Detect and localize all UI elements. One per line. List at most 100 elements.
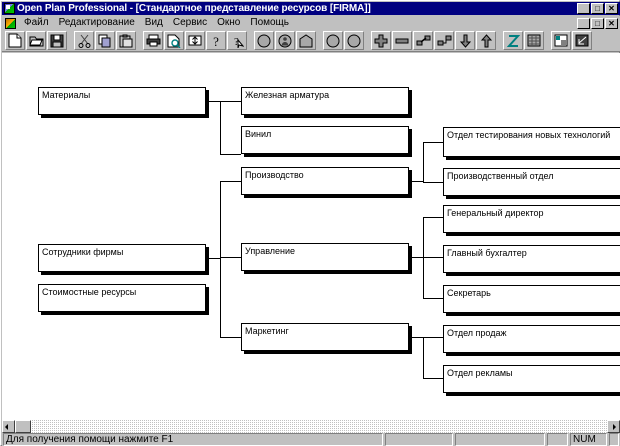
connector	[409, 257, 423, 258]
resource-pool-icon[interactable]	[323, 31, 343, 50]
zigzag-icon[interactable]	[503, 31, 523, 50]
node-cost-resources[interactable]: Стоимостные ресурсы	[38, 284, 206, 312]
menu-item-tools[interactable]: Сервис	[172, 17, 208, 28]
copy-icon[interactable]	[95, 31, 115, 50]
mdi-close-button[interactable]: ✕	[605, 17, 618, 29]
node-marketing[interactable]: Маркетинг	[241, 323, 409, 351]
move-down-arrow-icon[interactable]	[455, 31, 475, 50]
document-icon[interactable]	[5, 17, 16, 29]
resource-circle-icon[interactable]	[254, 31, 274, 50]
resource-person-icon[interactable]	[275, 31, 295, 50]
connector	[423, 337, 443, 338]
status-panel-4	[547, 433, 568, 446]
print-preview-icon[interactable]	[164, 31, 184, 50]
connector	[206, 258, 220, 259]
node-ads-dept[interactable]: Отдел рекламы	[443, 365, 620, 393]
connector	[220, 181, 241, 182]
add-plus-icon[interactable]	[371, 31, 391, 50]
table-view-icon[interactable]	[524, 31, 544, 50]
connector	[423, 142, 443, 143]
scroll-right-arrow-icon[interactable]	[607, 420, 620, 433]
link-icon[interactable]	[413, 31, 433, 50]
node-label: Отдел тестирования новых технологий	[447, 130, 611, 140]
node-label: Производственный отдел	[447, 171, 554, 181]
connector	[423, 182, 443, 183]
mdi-child-buttons: _ □ ✕	[577, 17, 620, 30]
node-rebar[interactable]: Железная арматура	[241, 87, 409, 115]
minimize-button[interactable]: _	[577, 3, 590, 15]
connector	[220, 181, 221, 337]
connector	[409, 337, 423, 338]
window-buttons: _ □ ✕	[577, 3, 619, 15]
layout-grid-icon[interactable]	[551, 31, 571, 50]
mdi-minimize-button[interactable]: _	[577, 17, 590, 30]
node-label: Управление	[245, 246, 296, 256]
status-panel-6	[609, 433, 619, 446]
restore-icon: □	[595, 4, 600, 13]
context-help-icon[interactable]: ?	[227, 31, 247, 50]
horizontal-scrollbar[interactable]	[2, 420, 620, 433]
connector	[220, 154, 241, 155]
node-label: Главный бухгалтер	[447, 248, 527, 258]
node-prod-dept[interactable]: Производственный отдел	[443, 168, 620, 196]
node-label: Стоимостные ресурсы	[42, 287, 137, 297]
node-label: Железная арматура	[245, 90, 330, 100]
node-chief-accountant[interactable]: Главный бухгалтер	[443, 245, 620, 273]
connector	[423, 337, 424, 379]
scroll-left-arrow-icon[interactable]	[2, 420, 15, 433]
node-label: Материалы	[42, 90, 91, 100]
node-rnd-dept[interactable]: Отдел тестирования новых технологий	[443, 127, 620, 157]
mdi-restore-icon: □	[595, 18, 600, 28]
menu-item-window[interactable]: Окно	[217, 17, 241, 28]
menu-item-view[interactable]: Вид	[144, 17, 163, 28]
node-label: Сотрудники фирмы	[42, 247, 124, 257]
node-production[interactable]: Производство	[241, 167, 409, 195]
node-label: Производство	[245, 170, 304, 180]
connector	[220, 257, 241, 258]
remove-minus-icon[interactable]	[392, 31, 412, 50]
page-setup-icon[interactable]	[185, 31, 205, 50]
node-staff[interactable]: Сотрудники фирмы	[38, 244, 206, 272]
node-sales-dept[interactable]: Отдел продаж	[443, 325, 620, 353]
mdi-restore-button[interactable]: □	[591, 17, 604, 29]
node-label: Секретарь	[447, 288, 491, 298]
node-label: Отдел рекламы	[447, 368, 513, 378]
status-panel-2	[385, 433, 453, 446]
new-file-icon[interactable]	[5, 31, 25, 50]
print-icon[interactable]	[143, 31, 163, 50]
save-disk-icon[interactable]	[47, 31, 67, 50]
connector	[423, 378, 443, 379]
close-icon: ✕	[608, 4, 615, 13]
node-management[interactable]: Управление	[241, 243, 409, 271]
cut-scissors-icon[interactable]	[74, 31, 94, 50]
paste-clipboard-icon[interactable]	[116, 31, 136, 50]
unlink-icon[interactable]	[434, 31, 454, 50]
app-icon	[4, 3, 15, 14]
resource-group-icon[interactable]	[344, 31, 364, 50]
node-ceo[interactable]: Генеральный директор	[443, 205, 620, 233]
help-question-icon[interactable]: ?	[206, 31, 226, 50]
restore-button[interactable]: □	[591, 3, 604, 14]
node-secretary[interactable]: Секретарь	[443, 285, 620, 313]
node-vinyl[interactable]: Винил	[241, 126, 409, 154]
title-bar[interactable]: Open Plan Professional - [Стандартное пр…	[2, 2, 620, 15]
move-up-arrow-icon[interactable]	[476, 31, 496, 50]
minimize-icon: _	[581, 6, 586, 15]
node-materials[interactable]: Материалы	[38, 87, 206, 115]
menu-item-file[interactable]: Файл	[24, 17, 49, 28]
resource-material-icon[interactable]	[296, 31, 316, 50]
menu-item-edit[interactable]: Редактирование	[58, 17, 135, 28]
svg-text:?: ?	[213, 34, 219, 48]
diagram-canvas[interactable]: Материалы Сотрудники фирмы Стоимостные р…	[2, 53, 620, 420]
close-button[interactable]: ✕	[605, 3, 618, 14]
connector	[220, 101, 241, 102]
connector	[423, 217, 424, 299]
menu-item-help[interactable]: Помощь	[250, 17, 289, 28]
open-folder-icon[interactable]	[26, 31, 46, 50]
status-panel-3	[455, 433, 545, 446]
fit-window-icon[interactable]	[572, 31, 592, 50]
scrollbar-track[interactable]	[15, 420, 607, 433]
connector	[220, 101, 221, 154]
scrollbar-thumb[interactable]	[15, 420, 31, 433]
